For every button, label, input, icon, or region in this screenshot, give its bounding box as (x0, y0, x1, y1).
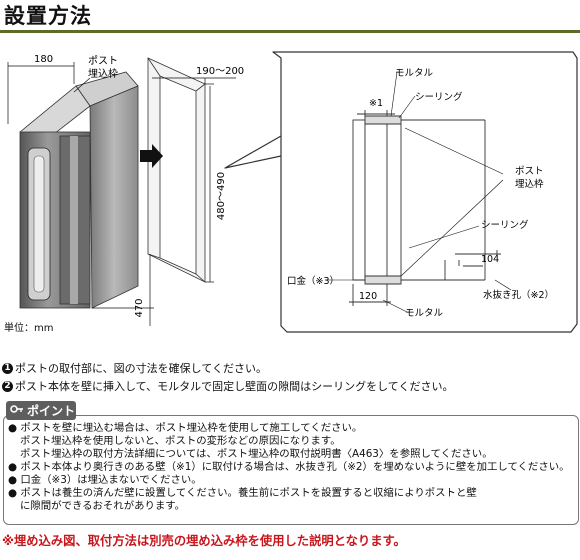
dim-bottom-label: 470 (134, 298, 145, 317)
mortar-bottom-label: モルタル (405, 308, 444, 319)
point-line-2: ポスト埋込枠を使用しないと、ポストの変形などの原因になります。 (20, 435, 341, 447)
title-underline (0, 30, 580, 33)
sealing-mid-label: シーリング (481, 219, 529, 231)
dim-120-label: 120 (359, 291, 377, 302)
dim-opening-width-label: 190～200 (196, 66, 244, 77)
point-line-5: ● 口金（※3）は埋込まないでください。 (8, 474, 202, 486)
point-badge: ポイント (6, 401, 76, 420)
page-title: 設置方法 (4, 4, 92, 28)
point-line-6: ● ポストは養生の済んだ壁に設置してください。養生前にポストを設置すると収縮によ… (8, 487, 477, 499)
note1-label: ※1 (369, 98, 383, 109)
dim-opening-height-label: 480～490 (216, 172, 227, 220)
unit-label: 単位：mm (4, 323, 54, 334)
frame-label-line1: ポスト (88, 55, 118, 67)
mouth-label: 口金（※3） (287, 275, 339, 287)
point-line-1: ● ポストを壁に埋込む場合は、ポスト埋込枠を使用して施工してください。 (8, 422, 363, 434)
footnote: ※埋め込み図、取付方法は別売の埋め込み枠を使用した説明となります。 (2, 534, 406, 548)
mortar-top-label: モルタル (395, 68, 434, 79)
key-icon (10, 404, 24, 417)
point-line-3: ポスト埋込枠の取付方法詳細については、ポスト埋込枠の取付説明書〈A463〉を参照… (20, 448, 493, 460)
detail-frame-label-line1: ポスト (515, 166, 544, 177)
step-2: 2 ポスト本体を壁に挿入して、モルタルで固定し壁面の隙間はシーリングをしてくださ… (2, 378, 453, 394)
point-badge-label: ポイント (27, 404, 76, 418)
detail-frame-label-line2: 埋込枠 (515, 178, 544, 190)
point-line-7: に隙間ができるおそれがあります。 (20, 500, 186, 512)
installation-diagram: 180 190～200 480～490 470 ポスト 埋込枠 (7, 54, 244, 326)
frame-label-line2: 埋込枠 (88, 67, 118, 80)
insert-arrow-icon (140, 144, 163, 168)
step-2-number-icon: 2 (2, 380, 13, 392)
point-line-4: ● ポスト本体より奥行きのある壁（※1）に取付ける場合は、水抜き孔（※2）を埋め… (8, 461, 570, 473)
point-box (3, 415, 579, 525)
post-body (19, 71, 139, 309)
drain-hole-label: 水抜き孔（※2） (483, 289, 554, 301)
wall-opening (147, 57, 206, 283)
detail-diagram: ※1 モルタル シーリング ポスト 埋込枠 シーリング 104 口金（※3） 1… (224, 51, 578, 333)
step-2-text: ポスト本体を壁に挿入して、モルタルで固定し壁面の隙間はシーリングをしてください。 (15, 380, 454, 393)
dim-104-label: 104 (481, 254, 499, 265)
step-1: 1 ポストの取付部に、図の寸法を確保してください。 (2, 360, 267, 376)
step-1-text: ポストの取付部に、図の寸法を確保してください。 (15, 362, 268, 375)
sealing-top-label: シーリング (415, 91, 463, 103)
step-1-number-icon: 1 (2, 362, 13, 374)
dim-width-label: 180 (34, 54, 53, 65)
